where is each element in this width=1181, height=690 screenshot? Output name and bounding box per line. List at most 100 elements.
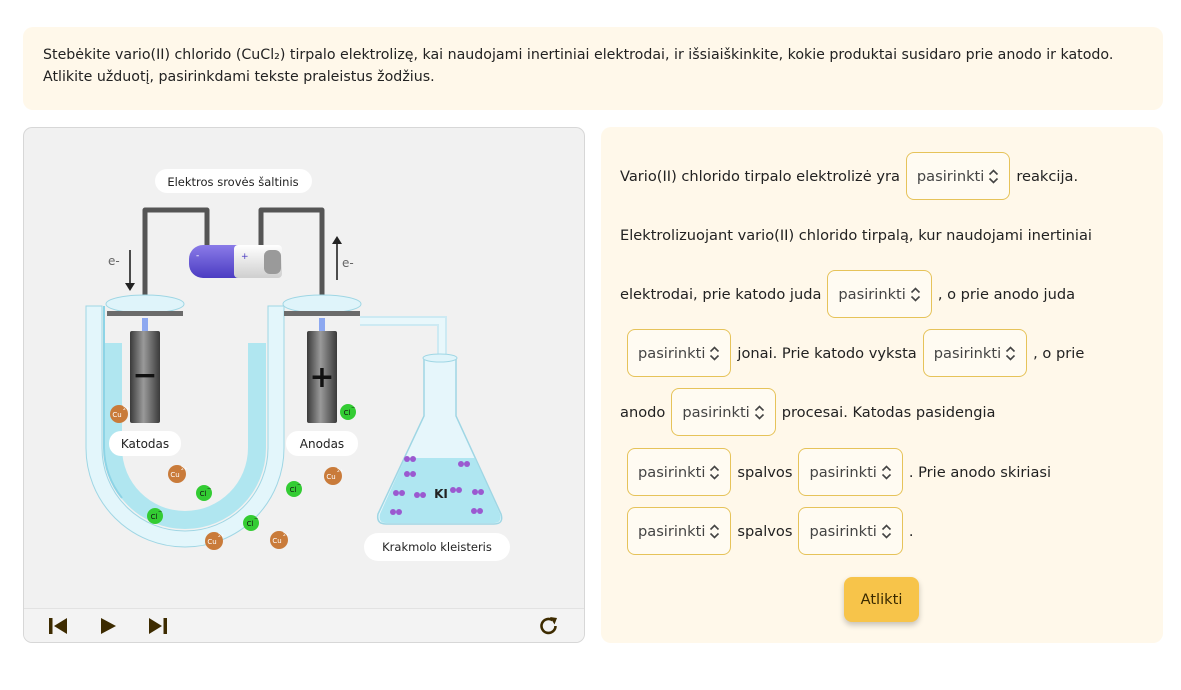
cathode-electrode bbox=[130, 331, 160, 423]
form-line-5: anodo pasirinkti procesai. Katodas pasid… bbox=[620, 387, 995, 437]
chevron-updown-icon bbox=[710, 464, 720, 480]
chevron-updown-icon bbox=[710, 345, 720, 361]
arrow-up-icon bbox=[332, 236, 342, 244]
form-text: anodo bbox=[620, 403, 666, 421]
flask: KI bbox=[376, 353, 503, 525]
electron-label-left: e- bbox=[108, 254, 120, 268]
cl-ion: Cl− bbox=[286, 481, 302, 497]
select-value: pasirinkti bbox=[809, 522, 877, 540]
cu-ion-charge: 2+ bbox=[181, 466, 188, 472]
electrolysis-diagram: - + Elektros srovės šaltinis e- e- − + bbox=[85, 169, 510, 561]
form-text: . bbox=[908, 522, 914, 540]
select-value: pasirinkti bbox=[638, 463, 706, 481]
form-line-4: pasirinkti jonai. Prie katodo vyksta pas… bbox=[627, 328, 1084, 378]
chevron-updown-icon bbox=[754, 404, 764, 420]
electron-label-right: e- bbox=[342, 256, 354, 270]
select-cathode-color[interactable]: pasirinkti bbox=[627, 448, 732, 496]
select-value: pasirinkti bbox=[682, 403, 750, 421]
cl-ion-charge: − bbox=[158, 509, 162, 515]
select-reaction-type[interactable]: pasirinkti bbox=[905, 152, 1011, 200]
chevron-updown-icon bbox=[881, 464, 891, 480]
cu-ion-charge: 2+ bbox=[283, 532, 290, 538]
cu-ion: Cu2+ bbox=[205, 532, 225, 550]
form-text: Elektrolizuojant vario(II) chlorido tirp… bbox=[620, 226, 1092, 244]
cu-ion-symbol: Cu bbox=[326, 473, 335, 481]
task-text: Stebėkite vario(II) chlorido (CuCl₂) tir… bbox=[43, 47, 1114, 85]
submit-button[interactable]: Atlikti bbox=[844, 577, 919, 622]
simulation-panel: - + Elektros srovės šaltinis e- e- − + bbox=[23, 127, 585, 643]
cu-ion-charge: 2+ bbox=[337, 468, 344, 474]
cu-ion: Cu2+ bbox=[270, 531, 290, 549]
select-value: pasirinkti bbox=[933, 344, 1002, 362]
playback-controls bbox=[24, 608, 584, 642]
select-cathode-product[interactable]: pasirinkti bbox=[798, 448, 903, 496]
cu-ion: Cu2+ bbox=[168, 465, 188, 483]
cu-ion: Cu2+ bbox=[324, 467, 344, 485]
cl-ion-symbol: Cl bbox=[247, 520, 254, 528]
select-value: pasirinkti bbox=[838, 285, 906, 303]
select-anode-product[interactable]: pasirinkti bbox=[798, 507, 903, 555]
cl-ion-symbol: Cl bbox=[200, 490, 207, 498]
cl-ion-symbol: Cl bbox=[344, 409, 351, 417]
cu-ion-symbol: Cu bbox=[170, 471, 179, 479]
form-text: jonai. Prie katodo vyksta bbox=[737, 344, 917, 362]
chevron-updown-icon bbox=[910, 286, 920, 302]
cl-ion-charge: − bbox=[207, 486, 211, 492]
form-line-1: Vario(II) chlorido tirpalo elektrolizė y… bbox=[620, 151, 1078, 201]
cu-ion-charge: 2+ bbox=[123, 406, 130, 412]
form-text: reakcija. bbox=[1016, 167, 1079, 185]
cl-ion-symbol: Cl bbox=[151, 513, 158, 521]
select-cathode-process[interactable]: pasirinkti bbox=[922, 329, 1028, 377]
cl-ion-symbol: Cl bbox=[290, 486, 297, 494]
reload-icon[interactable] bbox=[538, 616, 560, 636]
cathode-sign: − bbox=[132, 358, 157, 393]
form-line-2: Elektrolizuojant vario(II) chlorido tirp… bbox=[620, 210, 1092, 260]
cl-ion: Cl− bbox=[196, 485, 212, 501]
cu-ion-symbol: Cu bbox=[272, 537, 281, 545]
select-value: pasirinkti bbox=[916, 167, 985, 185]
form-line-3: elektrodai, prie katodo juda pasirinkti … bbox=[620, 269, 1075, 319]
ki-label: KI bbox=[434, 487, 448, 501]
select-value: pasirinkti bbox=[638, 344, 706, 362]
form-text: elektrodai, prie katodo juda bbox=[620, 285, 822, 303]
task-description: Stebėkite vario(II) chlorido (CuCl₂) tir… bbox=[23, 27, 1163, 110]
select-value: pasirinkti bbox=[638, 522, 706, 540]
skip-forward-icon[interactable] bbox=[147, 616, 169, 636]
cu-ion-symbol: Cu bbox=[112, 411, 121, 419]
form-text: , o prie bbox=[1033, 344, 1085, 362]
form-text: . Prie anodo skiriasi bbox=[908, 463, 1052, 481]
cu-ion-symbol: Cu bbox=[207, 538, 216, 546]
cl-ion: Cl− bbox=[147, 508, 163, 524]
cl-ion-charge: − bbox=[254, 516, 258, 522]
chevron-updown-icon bbox=[881, 523, 891, 539]
battery-plus: + bbox=[241, 252, 249, 262]
exercise-form: Vario(II) chlorido tirpalo elektrolizė y… bbox=[601, 127, 1163, 643]
select-anode-ions[interactable]: pasirinkti bbox=[627, 329, 732, 377]
cu-ion-charge: 2+ bbox=[218, 533, 225, 539]
anode-electrode bbox=[307, 331, 337, 423]
power-source-label: Elektros srovės šaltinis bbox=[167, 175, 298, 189]
chevron-updown-icon bbox=[710, 523, 720, 539]
battery-icon: - + bbox=[189, 245, 282, 278]
anode-sign: + bbox=[309, 360, 334, 395]
battery-minus: - bbox=[196, 251, 199, 261]
select-anode-process[interactable]: pasirinkti bbox=[671, 388, 776, 436]
anode-label: Anodas bbox=[300, 437, 344, 451]
form-text: , o prie anodo juda bbox=[937, 285, 1076, 303]
select-anode-color[interactable]: pasirinkti bbox=[627, 507, 732, 555]
cathode-label: Katodas bbox=[121, 437, 169, 451]
form-line-6: pasirinkti spalvos pasirinkti . Prie ano… bbox=[627, 447, 1051, 497]
starch-label: Krakmolo kleisteris bbox=[382, 540, 492, 554]
skip-back-icon[interactable] bbox=[47, 616, 69, 636]
form-text: procesai. Katodas pasidengia bbox=[781, 403, 996, 421]
select-value: pasirinkti bbox=[809, 463, 877, 481]
select-cathode-ions[interactable]: pasirinkti bbox=[827, 270, 932, 318]
form-text: Vario(II) chlorido tirpalo elektrolizė y… bbox=[620, 167, 900, 185]
form-text: spalvos bbox=[737, 463, 793, 481]
chevron-updown-icon bbox=[1006, 345, 1016, 361]
cl-ion-charge: − bbox=[351, 405, 355, 411]
play-icon[interactable] bbox=[97, 616, 119, 636]
form-line-7: pasirinkti spalvos pasirinkti . bbox=[627, 506, 914, 556]
arrow-down-icon bbox=[125, 283, 135, 291]
cl-ion: Cl− bbox=[340, 404, 356, 420]
